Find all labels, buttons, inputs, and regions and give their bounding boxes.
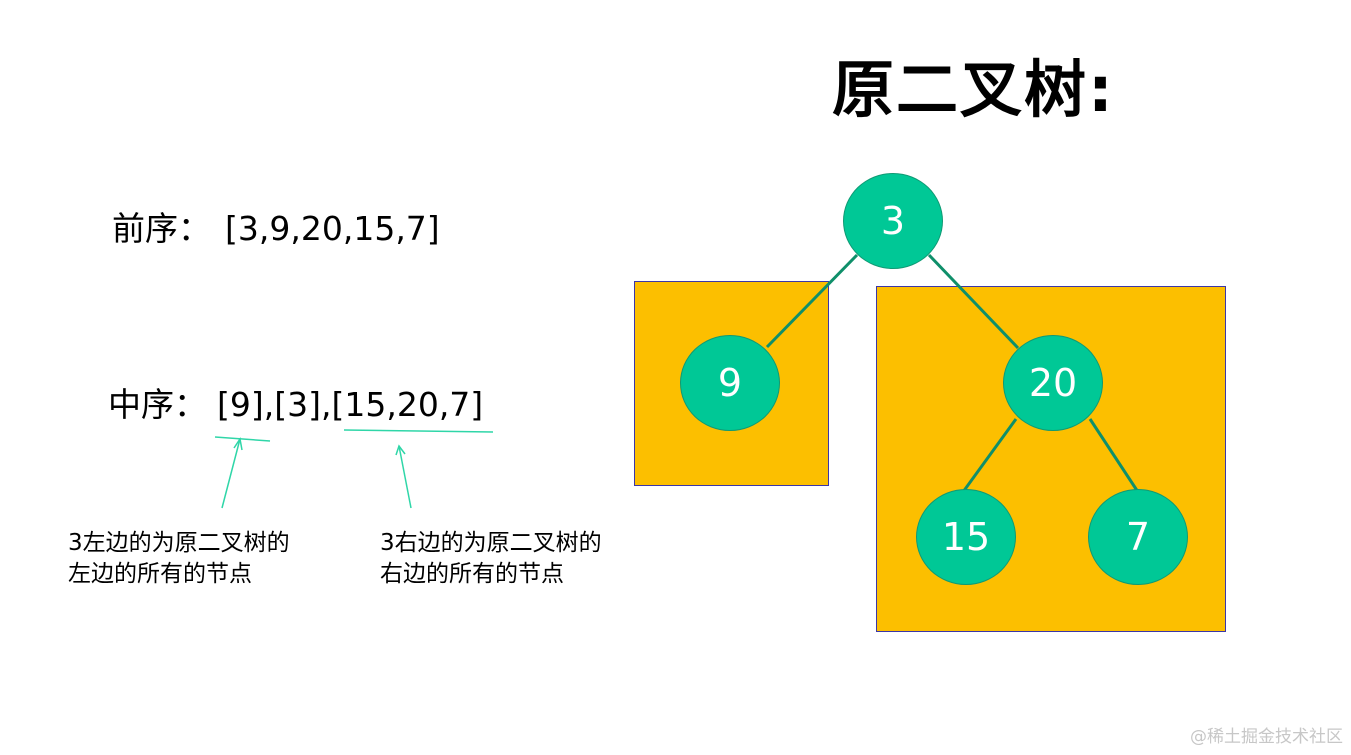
node-value: 3	[880, 199, 906, 243]
left-note-line-1: 3左边的为原二叉树的	[68, 530, 290, 556]
right-subtree-underline	[343, 429, 494, 433]
tree-node-left: 9	[680, 335, 780, 431]
node-value: 7	[1125, 515, 1151, 559]
node-value: 9	[717, 361, 743, 405]
inorder-value: [9],[3],[15,20,7]	[217, 385, 484, 424]
inorder-label: 中序：	[108, 385, 207, 424]
left-subtree-note: 3左边的为原二叉树的 左边的所有的节点	[68, 528, 290, 590]
right-arrow-shaft	[398, 445, 412, 509]
left-arrow-head	[233, 437, 243, 451]
inorder-sequence: 中序： [9],[3],[15,20,7]	[108, 385, 483, 425]
preorder-sequence: 前序： [3,9,20,15,7]	[112, 209, 440, 249]
right-note-line-1: 3右边的为原二叉树的	[380, 530, 602, 556]
left-subtree-underline	[214, 436, 271, 442]
tree-node-right: 20	[1003, 335, 1103, 431]
diagram-title: 原二叉树:	[832, 53, 1115, 126]
tree-node-right-right: 7	[1088, 489, 1188, 585]
node-value: 20	[1028, 361, 1078, 405]
tree-node-right-left: 15	[916, 489, 1016, 585]
preorder-label: 前序：	[112, 209, 211, 248]
node-value: 15	[941, 515, 991, 559]
preorder-value: [3,9,20,15,7]	[225, 209, 440, 248]
right-subtree-note: 3右边的为原二叉树的 右边的所有的节点	[380, 528, 602, 590]
left-note-line-2: 左边的所有的节点	[68, 561, 252, 587]
tree-node-root: 3	[843, 173, 943, 269]
watermark: @稀土掘金技术社区	[1190, 727, 1343, 747]
right-arrow-head	[395, 444, 406, 456]
left-arrow-shaft	[221, 438, 241, 509]
right-note-line-2: 右边的所有的节点	[380, 561, 564, 587]
